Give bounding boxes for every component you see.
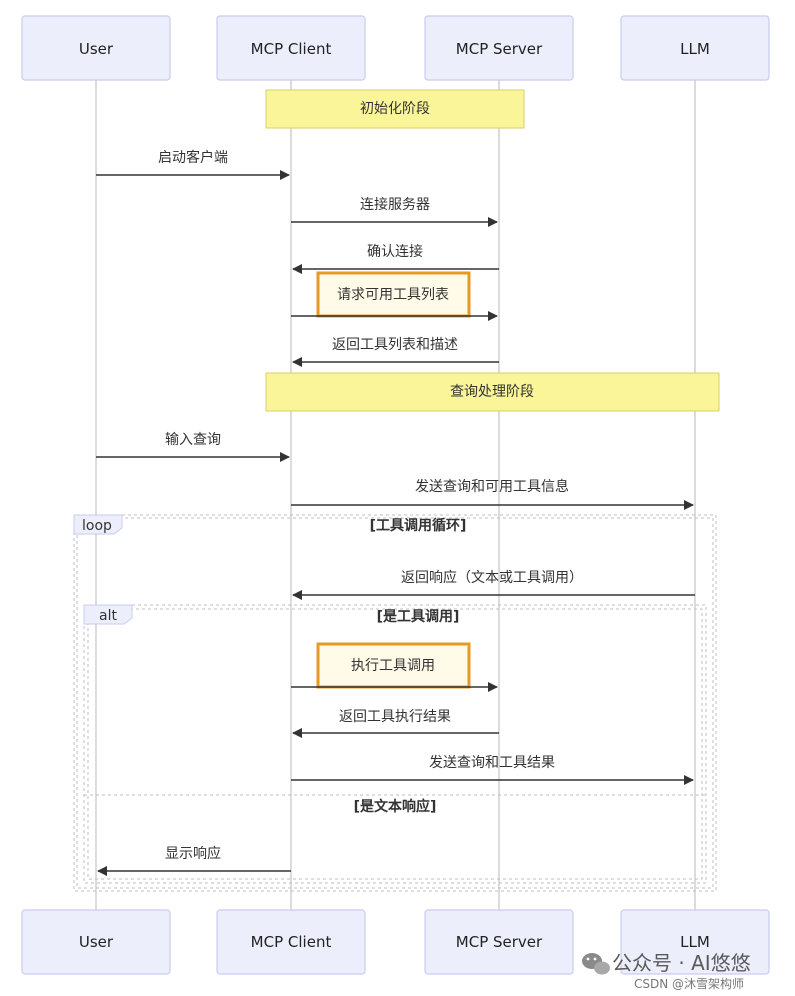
- wechat-icon: [582, 953, 610, 975]
- loop-frame: loop [工具调用循环]: [73, 514, 717, 892]
- actor-label: User: [79, 40, 114, 58]
- note-init-phase: 初始化阶段: [265, 89, 525, 129]
- message-show-response: 显示响应: [97, 845, 291, 876]
- message-return-tool-result: 返回工具执行结果: [292, 709, 499, 738]
- actor-bottom-user: User: [21, 909, 171, 975]
- message-connect-server: 连接服务器: [291, 196, 498, 227]
- watermark: 公众号 · AI悠悠 CSDN @沐雪架构师: [582, 951, 751, 991]
- alt-frame: alt [是工具调用] [是文本响应]: [83, 604, 707, 884]
- watermark-main: 公众号 · AI悠悠: [612, 951, 751, 975]
- message-label: 确认连接: [367, 243, 423, 260]
- actor-bottom-mcp-client: MCP Client: [216, 909, 366, 975]
- message-send-query-result: 发送查询和工具结果: [291, 755, 694, 785]
- message-label: 显示响应: [165, 845, 221, 862]
- message-input-query: 输入查询: [96, 432, 290, 462]
- message-start-client: 启动客户端: [96, 149, 290, 180]
- loop-tag: loop: [82, 518, 112, 534]
- message-send-query-tools: 发送查询和可用工具信息: [291, 478, 694, 510]
- note-query-phase: 查询处理阶段: [265, 372, 720, 412]
- message-request-tools: 请求可用工具列表: [291, 271, 498, 321]
- message-label: 启动客户端: [158, 149, 228, 166]
- message-return-tools: 返回工具列表和描述: [292, 337, 499, 367]
- message-label: 输入查询: [165, 432, 221, 448]
- note-text: 初始化阶段: [360, 100, 430, 117]
- watermark-sub: CSDN @沐雪架构师: [634, 976, 744, 991]
- actor-label: MCP Server: [456, 933, 543, 951]
- actor-top-mcp-server: MCP Server: [424, 15, 574, 81]
- actor-label: MCP Client: [251, 933, 332, 951]
- message-label: 发送查询和可用工具信息: [415, 478, 569, 495]
- message-label: 返回工具执行结果: [339, 709, 451, 725]
- note-text: 查询处理阶段: [450, 384, 534, 400]
- alt-condition-tool: [是工具调用]: [377, 609, 460, 625]
- actor-bottom-llm: LLM: [620, 909, 770, 975]
- actor-label: LLM: [680, 40, 710, 58]
- actor-top-user: User: [21, 15, 171, 81]
- message-confirm-connect: 确认连接: [292, 243, 499, 274]
- message-label: 返回工具列表和描述: [332, 337, 458, 353]
- message-label: 返回响应（文本或工具调用）: [401, 569, 583, 586]
- message-return-response: 返回响应（文本或工具调用）: [292, 569, 695, 600]
- actor-top-llm: LLM: [620, 15, 770, 81]
- actor-top-mcp-client: MCP Client: [216, 15, 366, 81]
- message-label: 请求可用工具列表: [337, 287, 449, 303]
- message-label: 执行工具调用: [351, 658, 435, 674]
- actor-bottom-mcp-server: MCP Server: [424, 909, 574, 975]
- alt-tag: alt: [99, 608, 117, 624]
- message-label: 发送查询和工具结果: [429, 755, 555, 771]
- actor-label: MCP Client: [251, 40, 332, 58]
- message-label: 连接服务器: [360, 196, 430, 213]
- loop-condition: [工具调用循环]: [370, 517, 467, 534]
- message-exec-tool: 执行工具调用: [291, 642, 498, 692]
- actor-label: User: [79, 933, 114, 951]
- actor-label: MCP Server: [456, 40, 543, 58]
- actor-label: LLM: [680, 933, 710, 951]
- alt-condition-text: [是文本响应]: [354, 798, 437, 815]
